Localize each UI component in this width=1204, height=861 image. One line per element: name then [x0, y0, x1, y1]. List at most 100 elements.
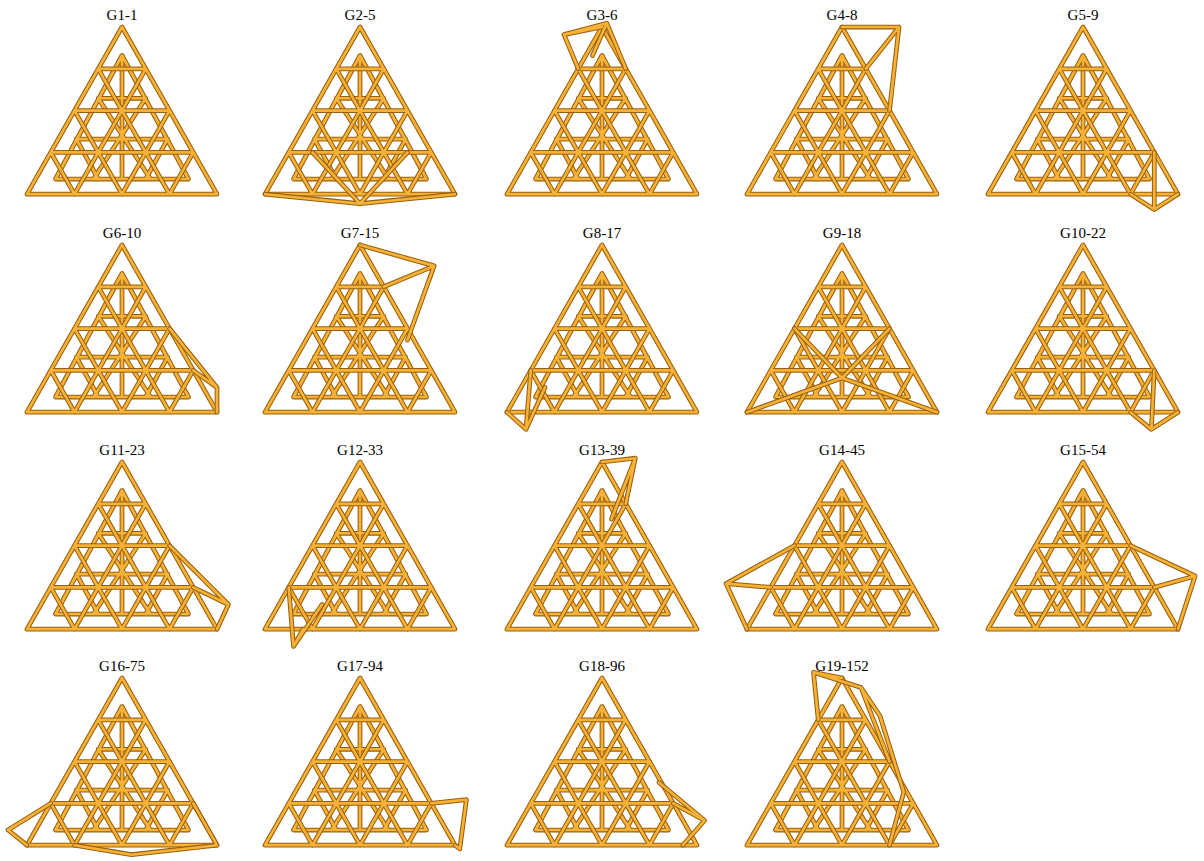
truss-member	[536, 274, 669, 398]
truss-member	[8, 803, 217, 854]
truss-member	[507, 245, 697, 412]
truss-member	[1017, 56, 1150, 180]
truss-member	[56, 491, 189, 615]
truss-member	[659, 783, 705, 846]
truss-figure	[8, 678, 217, 855]
truss-member	[507, 27, 697, 194]
figure-label: G12-33	[337, 441, 383, 459]
truss-member	[747, 678, 937, 845]
truss-figure	[27, 462, 228, 629]
truss-member	[842, 27, 899, 111]
truss-member	[814, 672, 904, 845]
truss-member	[988, 27, 1178, 194]
figure-label: G15-54	[1060, 441, 1106, 459]
truss-member	[294, 274, 427, 398]
truss-member	[294, 707, 427, 831]
truss-member	[776, 56, 909, 180]
truss-figure	[265, 462, 455, 646]
truss-member	[56, 274, 189, 398]
truss-member	[564, 23, 626, 69]
truss-member	[265, 27, 455, 194]
truss-member	[814, 672, 904, 845]
truss-member	[265, 462, 455, 629]
truss-member	[1131, 152, 1179, 209]
truss-member	[289, 587, 322, 646]
truss-figure	[988, 245, 1178, 429]
truss-member	[747, 27, 937, 194]
truss-member	[27, 245, 217, 412]
truss-member	[1131, 546, 1196, 630]
truss-member	[1131, 370, 1179, 429]
truss-figure	[507, 245, 697, 429]
truss-figure	[507, 23, 697, 194]
truss-member	[747, 329, 937, 413]
figure-label: G8-17	[583, 224, 621, 242]
truss-member	[265, 678, 455, 845]
truss-member	[507, 678, 697, 845]
truss-figure	[265, 678, 466, 849]
truss-member	[776, 56, 909, 180]
figure-label: G3-6	[587, 6, 618, 24]
figure-label: G10-22	[1060, 224, 1106, 242]
truss-member	[360, 245, 434, 340]
truss-member	[747, 245, 937, 412]
truss-member	[27, 462, 217, 629]
truss-member	[536, 491, 669, 615]
figure-label: G5-9	[1068, 6, 1099, 24]
truss-member	[294, 707, 427, 831]
truss-member	[170, 546, 229, 630]
truss-member	[56, 491, 189, 615]
truss-member	[265, 152, 455, 203]
truss-member	[360, 245, 434, 340]
truss-member	[170, 329, 218, 413]
truss-member	[776, 707, 909, 831]
truss-member	[1017, 56, 1150, 180]
truss-figure	[265, 27, 455, 204]
figure-label: G1-1	[107, 6, 138, 24]
truss-figure	[747, 672, 937, 845]
truss-member	[536, 707, 669, 831]
truss-member	[507, 370, 545, 429]
truss-member	[294, 491, 427, 615]
truss-member	[507, 678, 697, 845]
truss-member	[56, 707, 189, 831]
truss-member	[431, 800, 466, 849]
truss-member	[294, 491, 427, 615]
truss-member	[536, 56, 669, 180]
figure-label: G7-15	[341, 224, 379, 242]
truss-member	[747, 27, 937, 194]
truss-member	[170, 546, 229, 630]
truss-member	[294, 274, 427, 398]
truss-member	[27, 245, 217, 412]
truss-member	[988, 462, 1178, 629]
truss-member	[56, 56, 189, 180]
truss-member	[289, 587, 322, 646]
truss-member	[1017, 274, 1150, 398]
figure-label: G11-23	[99, 441, 144, 459]
truss-member	[8, 803, 217, 854]
truss-member	[1017, 491, 1150, 615]
truss-member	[726, 546, 794, 630]
truss-member	[776, 707, 909, 831]
truss-figure	[726, 462, 937, 629]
truss-member	[536, 491, 669, 615]
truss-member	[776, 491, 909, 615]
truss-member	[1131, 546, 1196, 630]
figure-label: G4-8	[827, 6, 858, 24]
figure-label: G2-5	[345, 6, 376, 24]
truss-member	[1131, 152, 1179, 209]
truss-member	[265, 245, 455, 412]
figure-label: G9-18	[823, 224, 861, 242]
truss-figure	[747, 245, 937, 412]
truss-figure	[507, 678, 705, 845]
truss-member	[1131, 370, 1179, 429]
truss-member	[170, 329, 218, 413]
figure-label: G13-39	[579, 441, 625, 459]
figure-label: G17-94	[337, 657, 383, 675]
truss-figure	[27, 27, 217, 194]
truss-member	[1017, 274, 1150, 398]
figure-label: G19-152	[815, 657, 868, 675]
truss-member	[747, 329, 937, 413]
